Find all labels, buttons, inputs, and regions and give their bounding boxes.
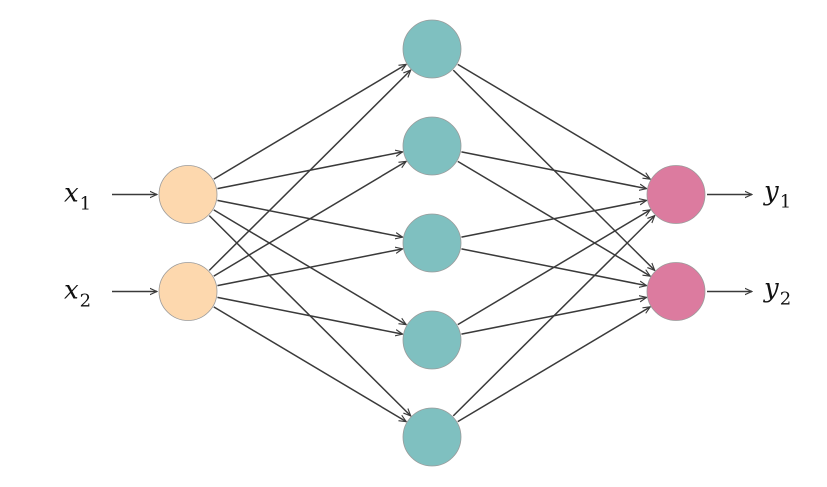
edge-l1-3-0: [457, 210, 650, 326]
edge-l0-1-3: [217, 296, 402, 334]
output-node-2: [646, 262, 706, 321]
output-label-1: y1: [763, 177, 791, 213]
input-node-2: [158, 262, 218, 321]
edge-l0-1-4: [213, 306, 406, 422]
output-label-2: y2: [763, 274, 791, 310]
edge-l1-1-0: [461, 151, 646, 189]
input-node-1: [158, 165, 218, 224]
hidden-node-3: [402, 213, 462, 273]
hidden-node-2: [402, 116, 462, 176]
edge-l0-1-1: [213, 161, 406, 277]
edge-l1-4-0: [452, 216, 654, 417]
edge-l1-0-0: [457, 63, 650, 179]
edge-l1-4-1: [457, 307, 650, 423]
input-label-2: x2: [64, 276, 91, 312]
output-node-1: [646, 165, 706, 224]
hidden-node-5: [402, 407, 462, 467]
edge-l0-0-0: [213, 64, 406, 180]
hidden-node-1: [402, 19, 462, 79]
input-label-1: x1: [64, 179, 91, 215]
edge-l0-1-0: [208, 70, 410, 271]
edge-l0-1-2: [217, 249, 402, 287]
edge-l1-2-0: [461, 200, 646, 238]
hidden-node-4: [402, 310, 462, 370]
